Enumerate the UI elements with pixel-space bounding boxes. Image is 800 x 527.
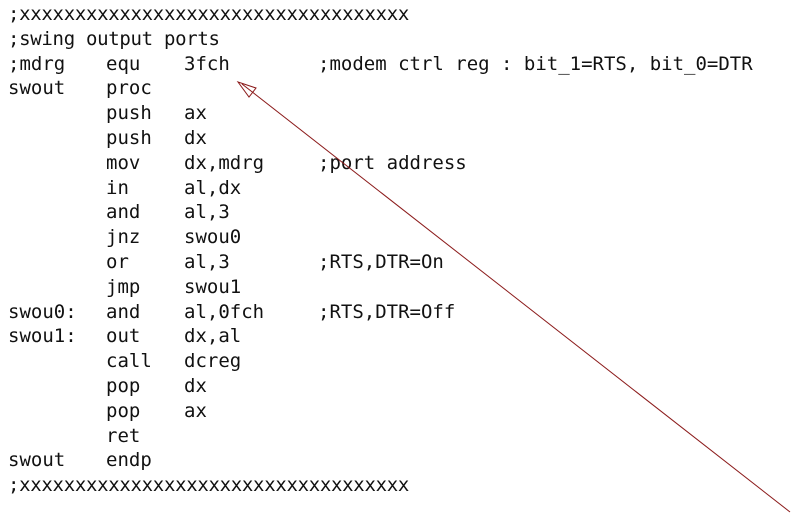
code-operand: swou1	[184, 275, 242, 298]
code-line: swou0: and al,0fch ;RTS,DTR=Off	[0, 300, 800, 324]
code-line: and al,3	[0, 200, 800, 224]
arrow-shaft	[241, 83, 791, 513]
code-label: swou0:	[8, 300, 77, 323]
code-mnemonic: push	[106, 127, 152, 149]
code-mnemonic: ret	[106, 424, 141, 447]
code-line: ret	[0, 424, 800, 448]
code-line: mov dx,mdrg ;port address	[0, 151, 800, 175]
code-operand: dx,mdrg	[184, 151, 265, 174]
code-line: jmp swou1	[0, 275, 800, 299]
code-operand: ax	[184, 102, 207, 125]
code-comment: ;RTS,DTR=Off	[318, 300, 456, 323]
code-operand: dcreg	[184, 350, 242, 373]
code-operand: dx	[184, 375, 207, 397]
code-operand: swou0	[184, 226, 242, 249]
code-comment: ;modem ctrl reg : bit_1=RTS, bit_0=DTR	[318, 52, 753, 75]
code-operand: 3fch	[184, 52, 230, 75]
code-mnemonic: out	[106, 325, 141, 348]
code-mnemonic: pop	[106, 399, 141, 422]
code-operand: dx,al	[184, 325, 242, 348]
code-line: push dx	[0, 126, 800, 150]
code-line: swout proc	[0, 76, 800, 100]
code-operand: ax	[184, 399, 207, 422]
code-line: ;swing output ports	[0, 27, 800, 51]
code-line: pop ax	[0, 399, 800, 423]
code-line: swout endp	[0, 448, 800, 472]
comment-text: ;xxxxxxxxxxxxxxxxxxxxxxxxxxxxxxxxxxx	[8, 474, 410, 497]
code-line: ;xxxxxxxxxxxxxxxxxxxxxxxxxxxxxxxxxxx	[0, 2, 800, 26]
code-operand: al,3	[184, 251, 230, 273]
code-mnemonic: mov	[106, 151, 141, 174]
code-mnemonic: jmp	[106, 275, 141, 298]
code-mnemonic: and	[106, 300, 141, 323]
code-line: swou1: out dx,al	[0, 324, 800, 348]
comment-text: ;swing output ports	[8, 27, 220, 50]
code-operand: al,0fch	[184, 300, 265, 323]
code-line: ;xxxxxxxxxxxxxxxxxxxxxxxxxxxxxxxxxxx	[0, 473, 800, 497]
code-mnemonic: jnz	[106, 226, 141, 249]
code-comment: ;RTS,DTR=On	[318, 251, 444, 273]
code-operand: dx	[184, 127, 207, 149]
code-line: call dcreg	[0, 349, 800, 373]
code-label: ;mdrg	[8, 52, 66, 75]
code-label: swout	[8, 77, 66, 100]
code-comment: ;port address	[318, 151, 467, 174]
code-mnemonic: pop	[106, 375, 141, 397]
code-operand: al,3	[184, 201, 230, 224]
code-line: jnz swou0	[0, 225, 800, 249]
arrow-head-icon	[236, 81, 257, 98]
code-mnemonic: endp	[106, 449, 152, 472]
code-label: swou1:	[8, 325, 77, 348]
code-line: pop dx	[0, 374, 800, 398]
code-mnemonic: or	[106, 251, 129, 273]
code-label: swout	[8, 449, 66, 472]
code-mnemonic: in	[106, 176, 129, 199]
code-mnemonic: equ	[106, 52, 141, 75]
code-operand: al,dx	[184, 176, 242, 199]
code-line: or al,3 ;RTS,DTR=On	[0, 250, 800, 274]
code-mnemonic: push	[106, 102, 152, 125]
code-mnemonic: proc	[106, 77, 152, 100]
code-mnemonic: and	[106, 201, 141, 224]
code-line: in al,dx	[0, 176, 800, 200]
code-line: push ax	[0, 101, 800, 125]
code-mnemonic: call	[106, 350, 152, 373]
code-line: ;mdrg equ 3fch ;modem ctrl reg : bit_1=RTS,…	[0, 52, 800, 76]
comment-text: ;xxxxxxxxxxxxxxxxxxxxxxxxxxxxxxxxxxx	[8, 3, 410, 25]
